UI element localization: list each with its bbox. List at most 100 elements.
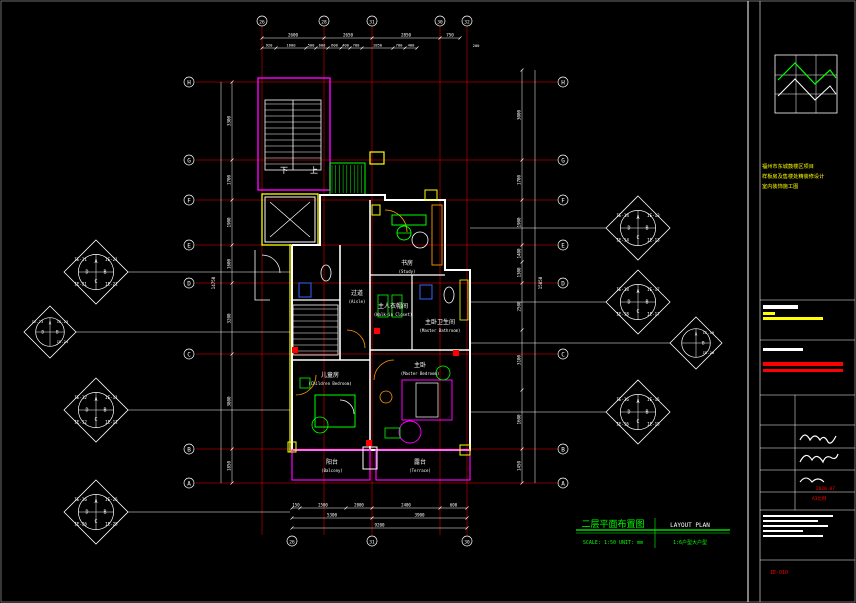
column-red-4 [366, 440, 372, 446]
grid-col-bubble-top-2 [366, 15, 378, 27]
marker-letter-d-m2: D [41, 330, 44, 335]
door-study [384, 209, 408, 233]
logo-frame [774, 54, 838, 114]
grid-row-bubble-right-F [557, 194, 569, 206]
dim-right-label-1: 1700 [517, 174, 522, 185]
marker-ref-a-m1: IE-21 [105, 257, 118, 262]
study-lamp [411, 231, 429, 249]
marker-letter-d-m8: D [628, 410, 631, 416]
room-closet-cn: 主人衣帽间 [378, 302, 408, 310]
dim-left-label-6: 1850 [227, 460, 232, 471]
dim-bottom-1-tick-0 [290, 506, 294, 510]
grid-row-label-right-D: D [561, 281, 565, 288]
marker-ref-a-m4: IE-25 [105, 497, 118, 502]
grid-col-label-bottom-1: 31 [369, 540, 375, 546]
tb-bar-4 [763, 348, 803, 351]
grid-col-bubble-bottom-2 [461, 535, 473, 547]
marker-letter-a-m2: A [49, 321, 52, 326]
title-scale: SCALE: 1:50 UNIT: mm [583, 540, 643, 546]
master-bed-pillow [415, 382, 439, 418]
dim-top-extra: 200 [473, 43, 481, 48]
dim-top-1-tick-3 [438, 36, 442, 40]
dim-right-label-6: 3100 [517, 354, 522, 365]
grid-col-bubble-bottom-1 [366, 535, 378, 547]
dim-top-2-tick-7 [360, 46, 364, 50]
marker-ref-d-m3: IE-12 [74, 395, 87, 400]
dim-bottom-1-tick-2 [344, 506, 348, 510]
dim-top-2-label-5: 400 [342, 43, 350, 48]
stair-lower [292, 304, 339, 356]
toilet-2 [443, 286, 455, 304]
column-red-2 [453, 350, 459, 356]
marker-ref-a-m6: IE-17 [647, 287, 660, 292]
dim-bottom-1-tick-4 [438, 506, 442, 510]
grid-row-bubble-right-D [557, 277, 569, 289]
dim-top-1-label-3: 750 [446, 33, 454, 38]
marker-ref-a-m2: IE-23 [57, 319, 68, 324]
balcony-outline [291, 449, 371, 481]
marker-ref-b-m4: IE-25 [105, 521, 118, 526]
grid-row-bubble-right-B [557, 443, 569, 455]
title-block: 福州市东城鼓楼区项目 样板房及售楼处精装修设计 室内装饰施工图 2020.07 … [760, 54, 855, 576]
tb-bar-2 [763, 312, 775, 315]
dim-top-2-label-2: 500 [308, 43, 316, 48]
grid-row-label-right-G: G [561, 158, 565, 165]
dim-top-1-tick-2 [370, 36, 374, 40]
dim-left-tick-7 [230, 481, 234, 485]
dim-bottom-1-label-1: 2500 [318, 503, 328, 508]
grid-row-bubble-left-F [183, 194, 195, 206]
marker-letter-d-m6: D [628, 300, 631, 306]
grid-row-label-right-F: F [561, 198, 565, 205]
children-rug [311, 416, 329, 434]
stair-treads-green [331, 165, 362, 193]
door-aisle [346, 329, 366, 349]
signature-1 [799, 434, 837, 444]
door-children [295, 374, 317, 396]
dim-bottom-total-tick-0 [290, 526, 294, 530]
marker-ref-d-m8: IE-16 [616, 397, 629, 402]
dim-top-2-label-0: 920 [266, 43, 274, 48]
dim-left-label-2: 1900 [227, 217, 232, 228]
grid-row-bubble-left-H [183, 76, 195, 88]
marker-letter-a-m7: A [695, 332, 698, 337]
marker-ref-c-m6: IE-18 [616, 311, 629, 316]
dim-bottom-total-tick-1 [465, 526, 469, 530]
elevator-cross-2 [269, 201, 311, 238]
marker-letter-c-m6: C [636, 309, 639, 315]
tb-red-1 [763, 362, 843, 366]
dim-top-2-tick-9 [403, 46, 407, 50]
signature-3 [799, 477, 825, 483]
dim-right-tick-3 [520, 243, 524, 247]
marker-letter-b-m8: B [645, 410, 648, 416]
column-terrace [362, 446, 378, 470]
grid-row-label-left-F: F [187, 198, 191, 205]
marker-ref-c-m5: IE-14 [616, 237, 629, 242]
master-bed [401, 379, 453, 421]
dim-right-tick-4 [520, 260, 524, 264]
marker-letter-d-m1: D [86, 270, 89, 276]
children-toy [339, 399, 355, 415]
dim-bottom-total-label-0: 9200 [374, 523, 385, 528]
study-bookshelf [431, 204, 443, 266]
dim-top-2-label-7: 1850 [373, 43, 383, 48]
tb-bar-3 [763, 317, 823, 320]
closet-rack-2 [391, 294, 403, 318]
dim-right-label-2: 1900 [517, 217, 522, 228]
marker-ref-a-m7: IE-19 [703, 330, 715, 335]
marker-ref-b-m8: IE-15 [647, 421, 660, 426]
dim-bottom-2-tick-2 [465, 516, 469, 520]
title-sub: 1:6户型大户型 [673, 539, 707, 546]
grid-row-bubble-left-A [183, 477, 195, 489]
grid-row-bubble-right-A [557, 477, 569, 489]
marker-ref-b-m1: IE-21 [105, 281, 118, 286]
dim-left-tick-2 [230, 198, 234, 202]
marker-ref-a-m5: IE-13 [647, 213, 660, 218]
room-terrace-cn: 露台 [414, 458, 426, 466]
marker-ref-b-m6: IE-17 [647, 311, 660, 316]
marker-ref-a-m8: IE-15 [647, 397, 660, 402]
room-labels: 书房 (Study) 过道 (Aisle) 主人衣帽间 (Walk-in Clo… [280, 166, 460, 473]
marker-ref-c-m8: IE-16 [616, 421, 629, 426]
